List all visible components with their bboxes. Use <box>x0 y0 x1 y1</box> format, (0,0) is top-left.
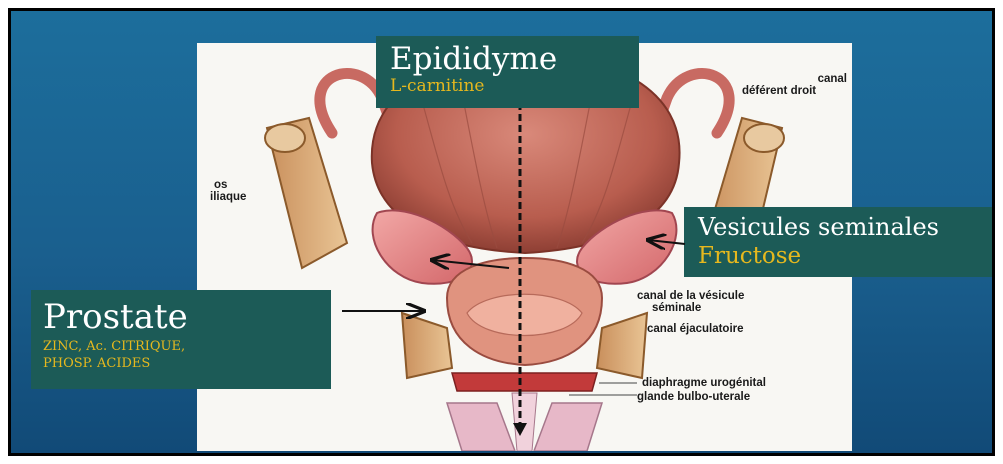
slide: canal déférent droit os iliaque canal de… <box>8 8 995 456</box>
glande-label: glande bulbo-uterale <box>637 391 750 403</box>
vesicules-subtitle: Fructose <box>698 242 995 270</box>
epididyme-title: Epididyme <box>390 42 639 76</box>
prostate-subtitle-line2: PHOSP. ACIDES <box>43 355 331 372</box>
canal-vesicule-line2: séminale <box>637 302 744 314</box>
os-iliaque-label: os iliaque <box>210 179 246 203</box>
prostate-title: Prostate <box>43 296 331 338</box>
prostate-subtitle-line1: ZINC, Ac. CITRIQUE, <box>43 338 331 355</box>
canal-label: canal <box>782 73 847 85</box>
epididyme-subtitle: L-carnitine <box>390 76 639 96</box>
deferent-droit-label-text: déférent droit <box>742 85 816 97</box>
diaphragme-label: diaphragme urogénital <box>642 377 766 389</box>
os-label-line2: iliaque <box>210 191 246 203</box>
canal-vesicule-line1: canal de la vésicule <box>637 290 744 302</box>
prostate-callout: Prostate ZINC, Ac. CITRIQUE, PHOSP. ACID… <box>31 290 331 389</box>
deferent-droit-label: déférent droit <box>742 85 816 97</box>
epididyme-callout: Epididyme L-carnitine <box>376 36 639 108</box>
left-iliac-bone-shape <box>265 118 347 268</box>
canal-vesicule-label: canal de la vésicule séminale <box>637 290 744 314</box>
os-label-line1: os <box>210 179 246 191</box>
canal-label-line1: canal <box>782 73 847 85</box>
vesicules-callout: Vesicules seminales Fructose <box>684 207 995 277</box>
vesicules-title: Vesicules seminales <box>698 212 995 242</box>
canal-ejaculatoire-label: canal éjaculatoire <box>647 323 744 335</box>
